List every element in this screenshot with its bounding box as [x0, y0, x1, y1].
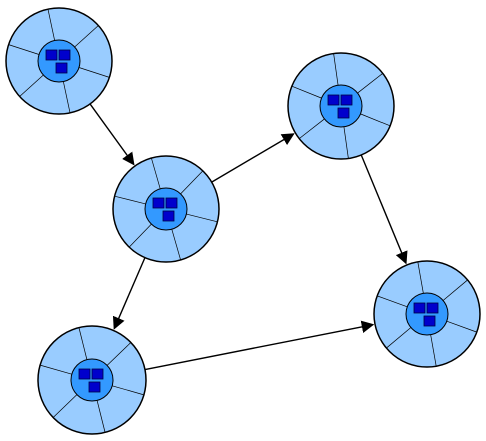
node-spoke — [74, 25, 99, 48]
node-spoke — [112, 385, 145, 396]
node-spoke — [377, 295, 408, 308]
edges-layer — [89, 103, 408, 371]
node-square-icon — [55, 62, 68, 74]
node-square-icon — [88, 381, 101, 393]
node-spoke — [446, 320, 477, 333]
node-square-icon — [162, 210, 175, 222]
node-spoke — [96, 400, 106, 433]
node-spoke — [386, 327, 412, 349]
node-spoke — [360, 113, 391, 127]
node-spoke — [417, 261, 424, 294]
node-n5[interactable] — [373, 260, 481, 368]
node-spoke — [63, 81, 71, 113]
node-square-icon — [165, 197, 178, 209]
nodes-layer — [5, 7, 481, 435]
node-spoke — [114, 195, 146, 205]
node-n1[interactable] — [5, 7, 113, 115]
node-spoke — [171, 229, 181, 261]
node-spoke — [442, 279, 468, 301]
node-square-icon — [78, 368, 91, 380]
node-spoke — [52, 394, 78, 418]
node-spoke — [19, 74, 44, 97]
node-spoke — [47, 9, 55, 41]
node-n3[interactable] — [287, 52, 395, 160]
node-square-icon — [340, 94, 353, 106]
node-hub — [70, 358, 114, 402]
node-hub — [405, 292, 449, 336]
node-spoke — [343, 126, 349, 159]
node-square-icon — [327, 94, 340, 106]
node-hub — [319, 84, 363, 128]
edge-n2-n4 — [112, 257, 146, 330]
edge-n1-n2 — [89, 103, 135, 166]
node-spoke — [180, 170, 204, 195]
node-square-icon — [413, 302, 426, 314]
node-hub — [37, 39, 81, 83]
edge-n2-n3 — [211, 133, 295, 183]
node-n4[interactable] — [37, 325, 147, 435]
node-square-icon — [91, 368, 104, 380]
edge-n4-n5 — [144, 320, 375, 371]
node-square-icon — [337, 107, 350, 119]
node-square-icon — [423, 315, 436, 327]
node-spoke — [106, 342, 132, 366]
node-spoke — [186, 213, 218, 223]
node-spoke — [8, 44, 40, 55]
node-hub — [144, 187, 188, 231]
node-spoke — [151, 157, 161, 189]
node-spoke — [299, 118, 325, 139]
node-spoke — [291, 85, 322, 99]
edge-n3-n5 — [360, 154, 408, 265]
node-square-icon — [152, 197, 165, 209]
node-square-icon — [58, 49, 71, 61]
node-spoke — [39, 364, 72, 375]
node-spoke — [78, 327, 88, 360]
node-spoke — [357, 73, 383, 94]
node-spoke — [430, 334, 437, 367]
node-square-icon — [426, 302, 439, 314]
node-square-icon — [45, 49, 58, 61]
node-spoke — [333, 53, 339, 86]
node-spoke — [78, 67, 110, 78]
node-spoke — [128, 223, 152, 248]
node-n2[interactable] — [112, 155, 220, 263]
